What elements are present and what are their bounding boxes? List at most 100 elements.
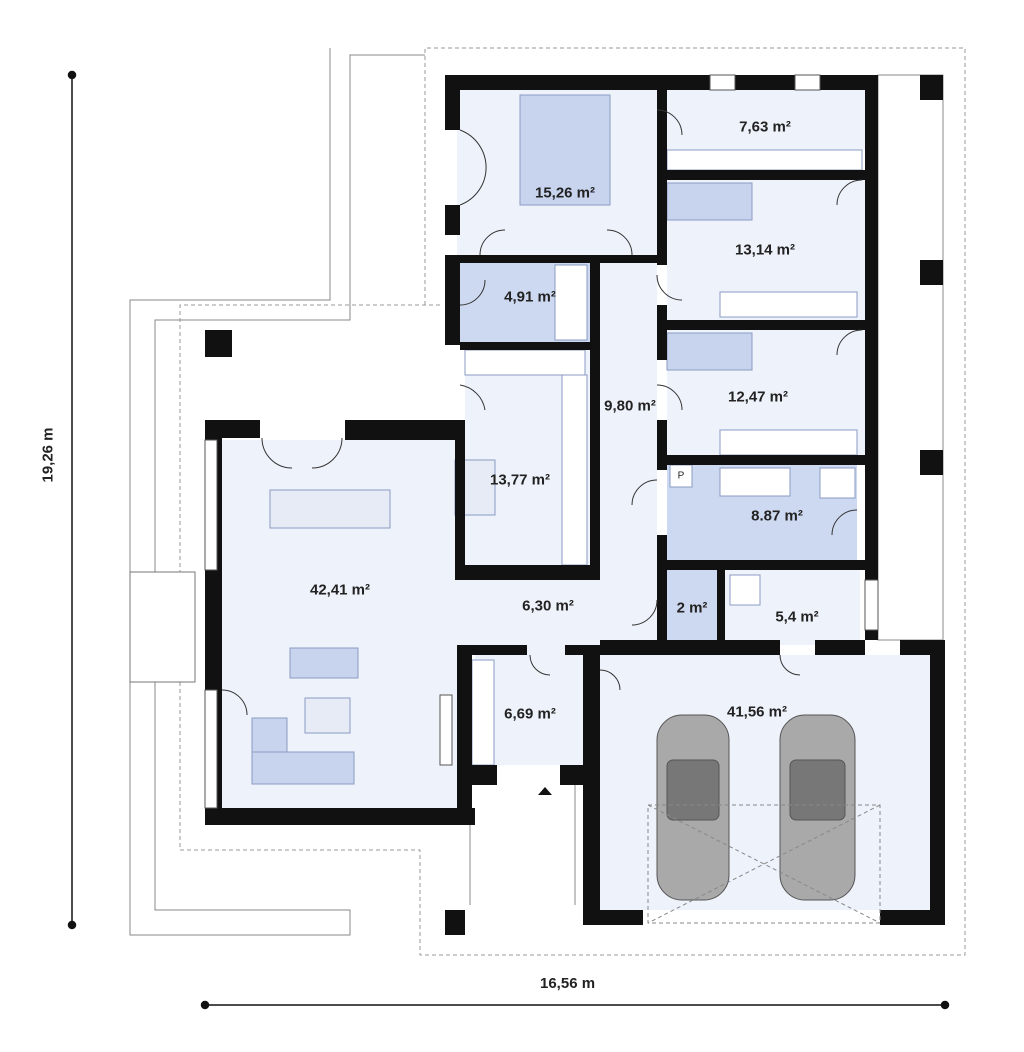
wall (920, 260, 943, 285)
boiler-label: P (677, 470, 685, 482)
wall (920, 75, 943, 100)
furniture (251, 94, 863, 785)
door-swing (831, 509, 858, 536)
wet-room-floor (667, 570, 717, 645)
wall (667, 560, 867, 570)
wall (657, 535, 667, 655)
room-floor (667, 90, 867, 150)
wall (445, 205, 460, 235)
furniture-item (464, 349, 586, 376)
door-swing (221, 689, 248, 716)
door-swing (599, 669, 621, 691)
wall (205, 420, 260, 438)
room-area-master-bedroom: 15,26 m² (534, 184, 596, 202)
furniture-item (666, 149, 863, 171)
wall (445, 255, 460, 345)
door-swing (656, 109, 683, 136)
furniture-item (519, 94, 611, 206)
room-floor (600, 655, 930, 910)
door-swing (836, 329, 863, 356)
wall (657, 420, 667, 470)
room-area-hallway: 9,80 m² (604, 397, 656, 415)
window (794, 74, 821, 91)
wall (583, 910, 643, 925)
wall (600, 640, 780, 655)
furniture-item (561, 374, 588, 566)
wall (205, 330, 232, 357)
garage-door-outline (647, 804, 881, 924)
room-area-wc: 2 m² (676, 599, 708, 617)
window (709, 74, 736, 91)
windows (204, 74, 879, 809)
wall (460, 255, 660, 263)
room-area-garage: 41,56 m² (726, 703, 788, 721)
doors (221, 109, 863, 716)
wall (445, 75, 877, 90)
entrance-arrow (538, 787, 552, 795)
door-swing (656, 384, 683, 411)
wall (657, 305, 667, 360)
wall (457, 645, 472, 825)
wall (472, 765, 497, 785)
window (204, 689, 218, 809)
room-area-bedroom-2: 13,14 m² (734, 241, 796, 259)
width-dimension: 16,56 m (540, 975, 596, 992)
door-swing (311, 437, 343, 469)
wall (667, 455, 867, 465)
furniture-item (554, 264, 588, 341)
room-area-entry-hall: 6,30 m² (522, 597, 574, 615)
room-area-vestibule: 6,69 m² (504, 705, 556, 723)
wall (583, 645, 600, 925)
wall (930, 640, 945, 925)
furniture-item (251, 751, 355, 785)
height-dimension: 19,26 m (39, 427, 57, 483)
furniture-item (304, 697, 351, 734)
wall (445, 75, 460, 130)
door-swing (779, 654, 801, 676)
wall (590, 255, 600, 580)
wall (560, 765, 585, 785)
wall (345, 420, 460, 440)
furniture-item (666, 332, 753, 371)
wall (460, 342, 590, 350)
door-swing (656, 274, 683, 301)
wall (657, 90, 667, 265)
walls (205, 75, 945, 935)
window (864, 579, 879, 631)
window (204, 439, 218, 571)
room-floor (600, 262, 657, 580)
door-swing (631, 599, 658, 626)
dimension-lines (67, 70, 950, 1010)
door-swing (606, 229, 633, 256)
wall (920, 450, 943, 475)
car-left-roof (666, 759, 720, 821)
room-area-bathroom-small: 4,91 m² (504, 288, 556, 306)
furniture-item (289, 647, 359, 679)
fireplace (129, 571, 196, 683)
wall (717, 570, 725, 645)
furniture-item (719, 467, 791, 497)
door-swing (459, 279, 486, 306)
furniture-item (471, 659, 495, 766)
wall (815, 640, 865, 655)
wall (667, 170, 867, 180)
door-swing (459, 129, 487, 206)
wall (880, 910, 945, 925)
wall (457, 645, 527, 655)
furniture-item (269, 489, 391, 529)
door-swing (529, 654, 551, 676)
furniture-item (719, 429, 858, 456)
door-swing (261, 437, 293, 469)
wall (455, 565, 600, 580)
wall (667, 320, 867, 330)
door-swing (479, 229, 506, 256)
room-area-living-dining: 42,41 m² (309, 581, 371, 599)
side-terrace (877, 74, 944, 641)
wall (205, 808, 475, 825)
furniture-item (666, 182, 753, 221)
furniture-item (719, 291, 858, 318)
room-area-bathroom: 8.87 m² (751, 507, 803, 525)
cars (656, 714, 856, 901)
